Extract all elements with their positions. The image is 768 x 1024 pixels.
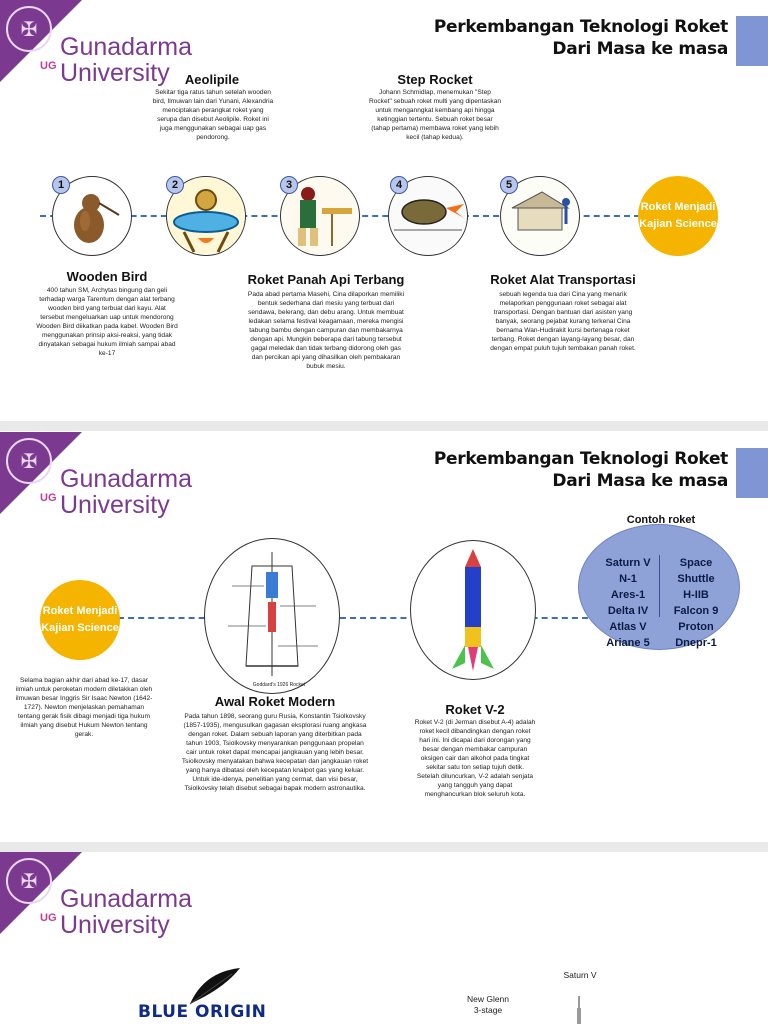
example-item: Delta IV	[607, 605, 649, 617]
examples-right-column: Space Shuttle H-IIB Falcon 9 Proton Dnep…	[663, 555, 729, 651]
blue-origin-logo-text: BLUE ORIGIN	[138, 1002, 267, 1022]
v2-image	[410, 540, 536, 680]
brand-name-line2: University	[60, 911, 170, 939]
step-rocket-text: Johann Schmidlap, menemukan "Step Rocket…	[368, 89, 502, 141]
awal-roket-heading: Awal Roket Modern	[214, 694, 336, 709]
brand-ug: UG	[40, 60, 57, 72]
step-number-1: 1	[52, 176, 70, 194]
alat-transport-text: sebuah legenda tua dari Cina yang menari…	[490, 291, 636, 352]
brand-name: Gunadarma University	[60, 34, 192, 86]
awal-roket-text: Pada tahun 1898, seorang guru Rusia, Kon…	[181, 713, 369, 792]
saturn-label: Saturn V	[563, 970, 597, 980]
new-glenn-label-line2: 3-stage	[473, 1005, 503, 1015]
wooden-bird-icon	[74, 194, 120, 243]
brand-name-line2: University	[60, 59, 170, 87]
title-accent-block	[734, 16, 768, 66]
example-item: Shuttle	[677, 573, 715, 585]
v2-text: Roket V-2 (di Jerman disebut A-4) adalah…	[414, 719, 536, 798]
brand-name: Gunadarma University	[60, 886, 192, 938]
goddard-rocket-diagram-icon	[228, 552, 318, 676]
example-item: Space	[679, 557, 713, 569]
new-glenn-label-line1: New Glenn	[466, 994, 510, 1004]
university-seal-icon: ✠	[6, 6, 52, 52]
examples-heading: Contoh roket	[626, 514, 696, 526]
aeolipile-icon	[168, 178, 244, 254]
example-item: H-IIB	[683, 589, 709, 601]
example-item: Ariane 5	[606, 637, 650, 649]
feather-logo-icon	[189, 968, 240, 1005]
step-number-2: 2	[166, 176, 184, 194]
slide-title-line1: Perkembangan Teknologi Roket	[433, 17, 728, 37]
new-glenn-label: New Glenn 3-stage	[452, 994, 524, 1016]
slide-title-line1: Perkembangan Teknologi Roket	[433, 449, 728, 469]
slide-divider	[0, 421, 768, 431]
university-seal-icon: ✠	[6, 858, 52, 904]
example-item: Atlas V	[609, 621, 647, 633]
step-number-3: 3	[280, 176, 298, 194]
step-rocket-heading: Step Rocket	[397, 72, 473, 87]
wooden-bird-heading: Wooden Bird	[66, 269, 148, 284]
brand-ug: UG	[40, 912, 57, 924]
example-item: Falcon 9	[673, 605, 719, 617]
v2-heading: Roket V-2	[445, 702, 505, 717]
alat-transport-heading: Roket Alat Transportasi	[490, 272, 636, 287]
brand-name: Gunadarma University	[60, 466, 192, 518]
brand-ug: UG	[40, 492, 57, 504]
examples-separator	[659, 555, 660, 617]
panah-api-heading: Roket Panah Api Terbang	[247, 272, 405, 287]
brand-name-line1: Gunadarma	[60, 33, 193, 61]
goddard-diagram-image	[204, 538, 340, 694]
rocket-examples-oval: Saturn V N-1 Ares-1 Delta IV Atlas V Ari…	[578, 524, 740, 650]
saturn-rocket-icon	[577, 996, 581, 1024]
step-number-5: 5	[500, 176, 518, 194]
brand-name-line1: Gunadarma	[60, 465, 193, 493]
example-item: Ares-1	[610, 589, 646, 601]
slide-title: Perkembangan Teknologi Roket Dari Masa k…	[434, 16, 728, 60]
wooden-bird-text: 400 tahun SM, Archytas bingung dan geli …	[36, 287, 178, 357]
brand-name-line2: University	[60, 491, 170, 519]
slide-title-line2: Dari Masa ke masa	[552, 471, 728, 491]
science-badge: Roket Menjadi Kajian Science	[40, 580, 120, 660]
v2-rocket-icon	[452, 549, 494, 671]
aeolipile-heading: Aeolipile	[184, 72, 240, 87]
example-item: Proton	[678, 621, 714, 633]
newton-text: Selama bagian akhir dari abad ke-17, das…	[15, 677, 153, 738]
science-badge: Roket Menjadi Kajian Science	[638, 176, 718, 256]
slide-title: Perkembangan Teknologi Roket Dari Masa k…	[434, 448, 728, 492]
panah-api-text: Pada abad pertama Masehi, Cina dilaporka…	[247, 291, 405, 370]
wan-hu-icon	[502, 178, 578, 254]
timeline-dashline	[118, 617, 588, 619]
slide-2: ✠ UG Gunadarma University Perkembangan T…	[0, 432, 768, 842]
aeolipile-text: Sekitar tiga ratus tahun setelah wooden …	[152, 89, 274, 141]
slide-title-line2: Dari Masa ke masa	[552, 39, 728, 59]
slide-1: ✠ UG Gunadarma University Perkembangan T…	[0, 0, 768, 420]
slide-3: ✠ UG Gunadarma University BLUE ORIGIN Ne…	[0, 852, 768, 1024]
slide-divider	[0, 842, 768, 852]
wan-hu-image	[500, 176, 580, 256]
example-item: Dnepr-1	[675, 637, 717, 649]
university-seal-icon: ✠	[6, 438, 52, 484]
example-item: N-1	[619, 573, 637, 585]
fire-arrow-image	[280, 176, 360, 256]
title-accent-block	[734, 448, 768, 498]
example-item: Saturn V	[605, 557, 651, 569]
goddard-caption: Goddard's 1926 Rocket	[252, 682, 306, 688]
examples-left-column: Saturn V N-1 Ares-1 Delta IV Atlas V Ari…	[597, 555, 659, 651]
step-number-4: 4	[390, 176, 408, 194]
brand-name-line1: Gunadarma	[60, 885, 193, 913]
